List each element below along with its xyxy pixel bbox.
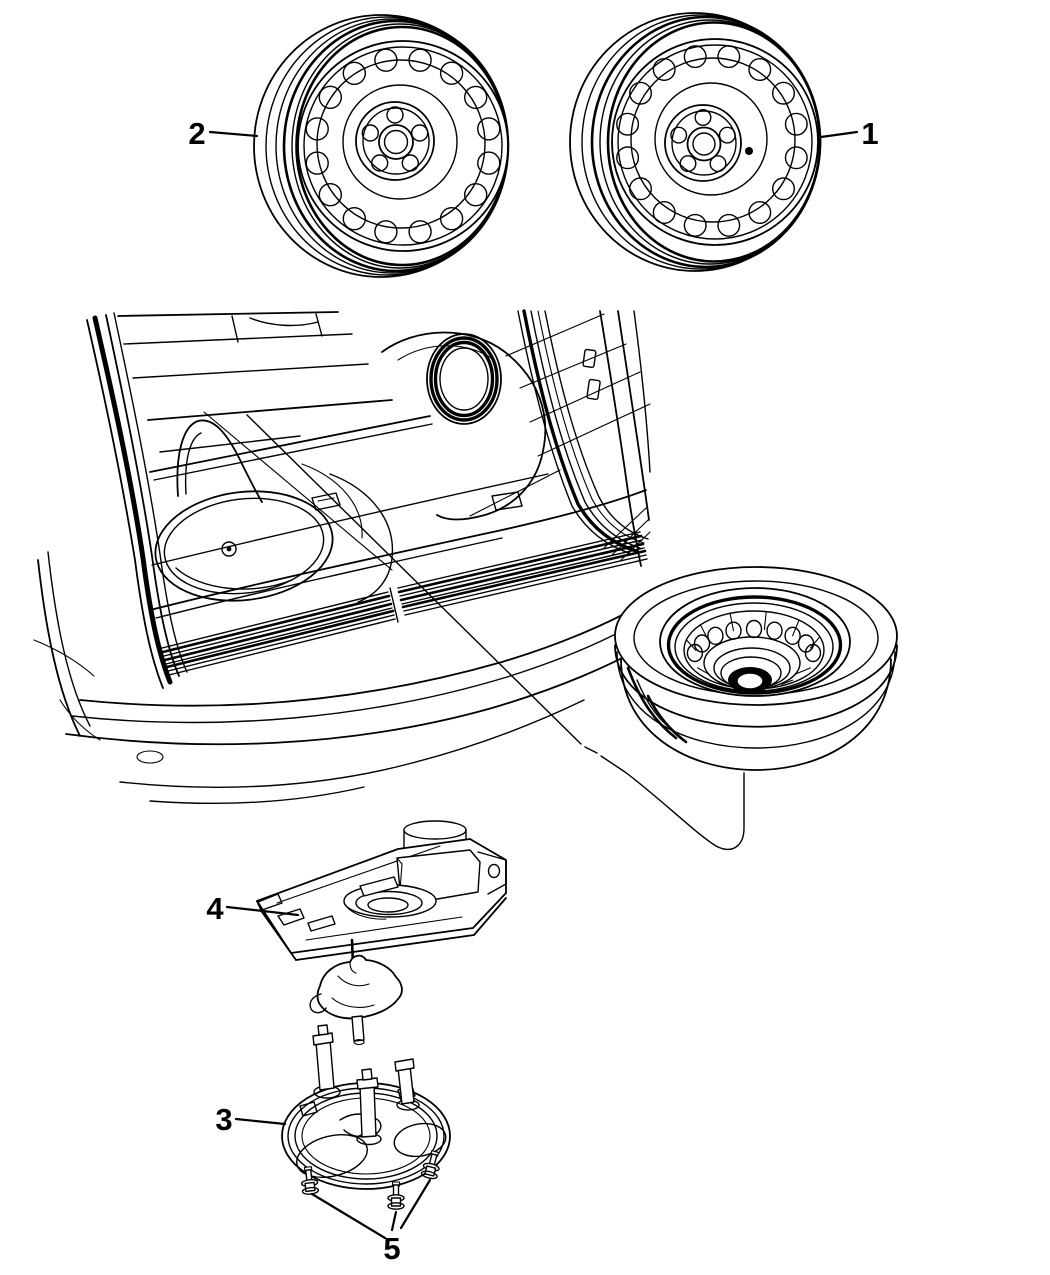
bolt-2 <box>387 1181 405 1210</box>
bolt-1 <box>300 1166 320 1195</box>
callout-2-leader <box>208 130 259 138</box>
winch-assembly-drawing <box>256 820 507 1046</box>
callout-5-leader-middle <box>390 1210 398 1232</box>
callout-1-label: 1 <box>861 116 878 151</box>
callout-2: 2 <box>188 116 259 151</box>
bolts-drawing <box>300 1150 440 1210</box>
rear-body-drawing <box>33 309 651 805</box>
callout-3-leader <box>234 1117 287 1126</box>
spare-tire-drawing <box>614 566 898 771</box>
callout-2-label: 2 <box>188 116 205 151</box>
callout-3-label: 3 <box>215 1102 232 1137</box>
wheel-1-drawing <box>569 12 822 272</box>
tray-drawing <box>281 1024 451 1190</box>
callout-4: 4 <box>206 891 300 926</box>
wheel-2-drawing <box>253 14 510 278</box>
callout-4-label: 4 <box>206 891 224 926</box>
callout-3: 3 <box>215 1102 287 1137</box>
spare-location-leader <box>246 414 745 851</box>
bolt-3 <box>420 1150 440 1180</box>
callout-5-leader-right <box>399 1178 432 1230</box>
callout-4-leader <box>225 905 300 917</box>
callout-5: 5 <box>310 1178 432 1266</box>
callout-1: 1 <box>819 116 879 151</box>
callout-5-leader-left <box>310 1192 387 1240</box>
callout-5-label: 5 <box>383 1231 400 1266</box>
callout-1-leader <box>819 130 859 139</box>
